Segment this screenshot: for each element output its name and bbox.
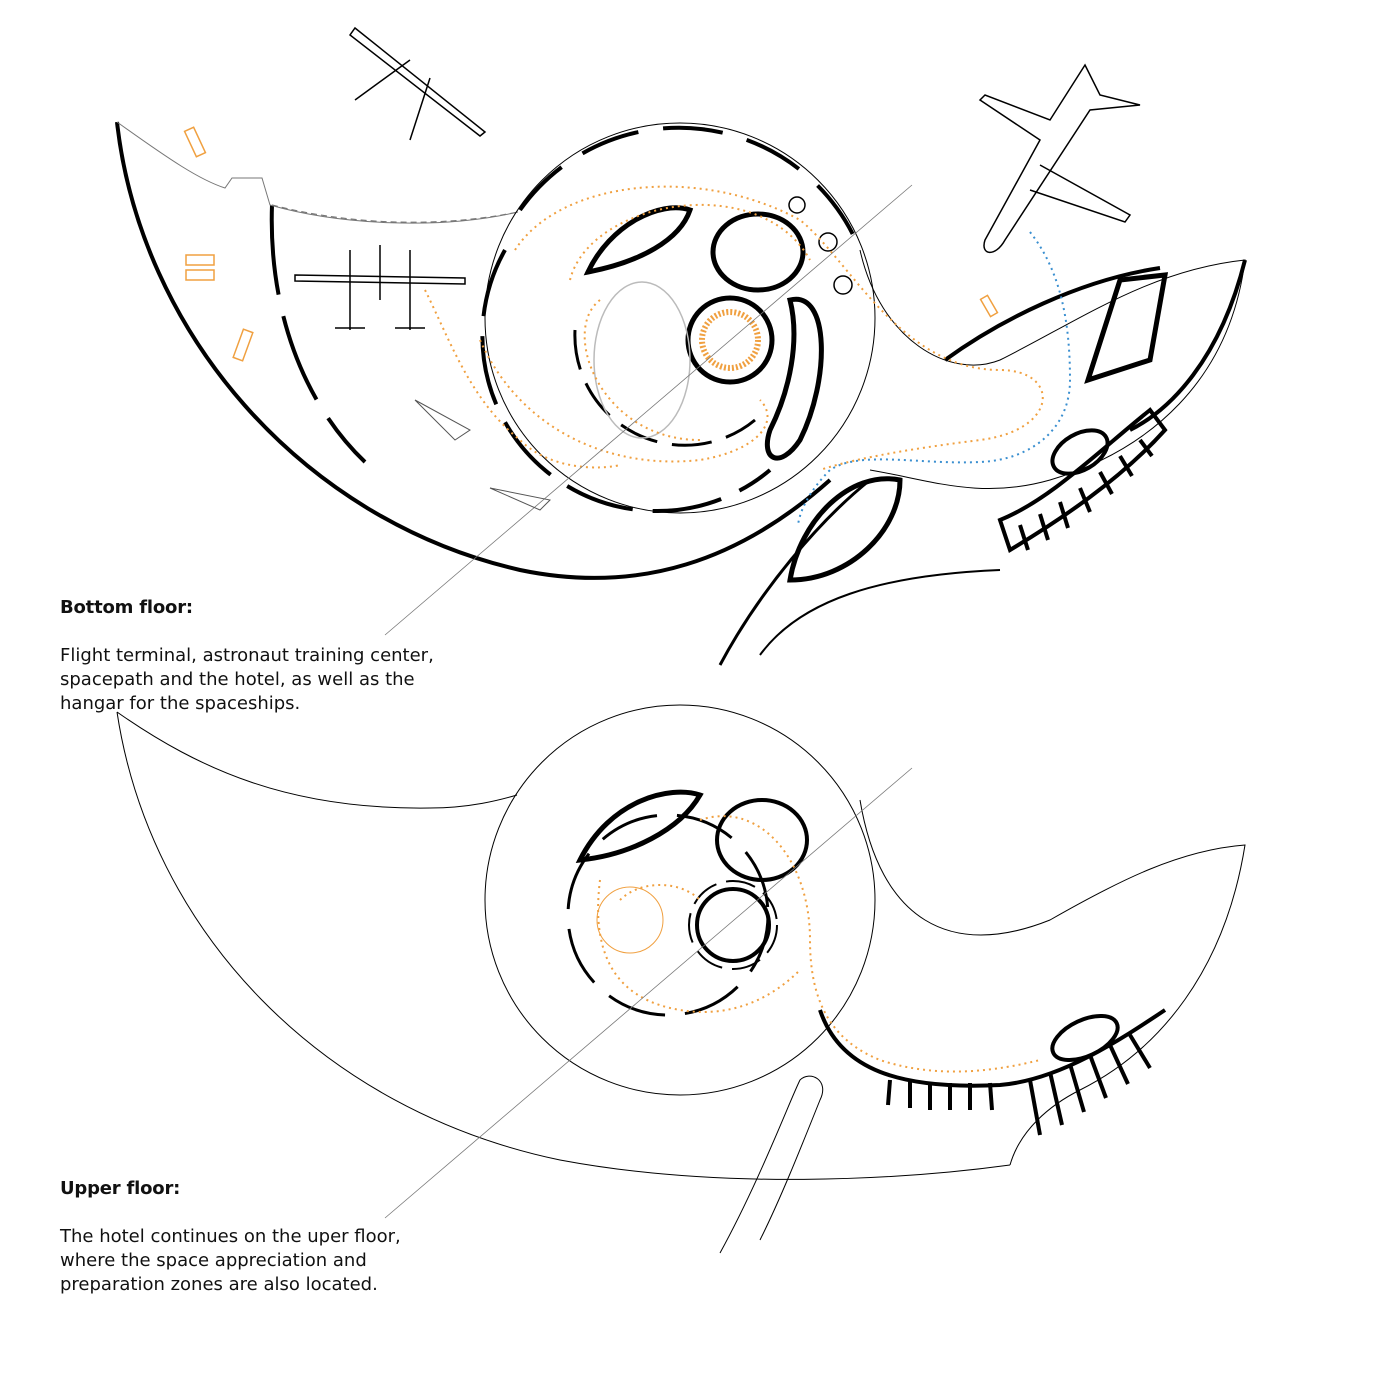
carrier-aircraft-icon — [294, 245, 466, 330]
room-north-west — [583, 205, 694, 276]
pod — [833, 275, 853, 295]
airplane-icon — [978, 63, 1141, 254]
upper-floor-caption: Upper floor: The hotel continues on the … — [60, 1178, 440, 1297]
upper-leaf-outline — [719, 799, 1246, 1254]
auditorium-north — [710, 211, 806, 293]
hangar-top-edge — [116, 121, 519, 224]
blue-passenger-path — [797, 231, 1072, 526]
hangar-inner-wall — [269, 204, 367, 464]
orange-circulation-path — [479, 185, 1044, 471]
training-ring — [573, 329, 756, 447]
hotel-rooms-row — [997, 407, 1168, 553]
airplane-icon — [348, 26, 487, 141]
hotel-room-dividers — [1018, 438, 1154, 551]
inner-ring-wall — [480, 249, 772, 514]
upper-circle — [484, 704, 876, 1096]
upper-hotel-lounge — [1050, 1013, 1120, 1063]
room-chain-east — [764, 296, 824, 461]
bottom-floor-plan — [115, 26, 1247, 666]
upper-floor-title: Upper floor: — [60, 1178, 181, 1199]
vehicle-icons — [183, 126, 999, 362]
spacepath-east — [759, 569, 1001, 656]
upper-room-north — [715, 798, 809, 882]
upper-inner-circle — [566, 813, 770, 1017]
bottom-floor-caption: Bottom floor: Flight terminal, astronaut… — [60, 597, 440, 716]
terminal-circle-wall — [518, 125, 862, 251]
hotel-wing-wall — [943, 259, 1247, 432]
lower-room-cluster — [787, 476, 903, 583]
upper-floor-description: The hotel continues on the uper floor, w… — [60, 1226, 401, 1295]
terminal-circle — [484, 122, 876, 514]
upper-orange-path — [597, 815, 1041, 1073]
pod — [788, 196, 806, 214]
upper-hotel-wall — [818, 1008, 1167, 1088]
orange-hangar-path — [424, 289, 621, 469]
spaceship-icon — [414, 399, 552, 511]
upper-section-line — [384, 767, 913, 1219]
section-line — [384, 184, 913, 636]
core-shaft — [695, 887, 771, 963]
pod — [818, 232, 838, 252]
hangar-door-line — [271, 204, 519, 223]
spacepath-west — [718, 478, 871, 666]
hotel-lounge — [1050, 428, 1110, 476]
roof-crescent-outline — [116, 711, 1011, 1180]
bottom-floor-title: Bottom floor: — [60, 597, 193, 618]
bottom-floor-description: Flight terminal, astronaut training cent… — [60, 645, 434, 714]
auditorium-seats — [699, 309, 761, 371]
hangar-outer-wall — [115, 121, 832, 580]
core-shaft-ring — [688, 880, 778, 970]
upper-hotel-rooms — [886, 1033, 1152, 1136]
upper-room-north-west — [575, 789, 704, 863]
training-oval — [593, 281, 691, 439]
hotel-rooms-block — [1084, 272, 1169, 384]
upper-circle-furniture — [596, 886, 664, 954]
upper-floor-plan — [116, 704, 1246, 1254]
